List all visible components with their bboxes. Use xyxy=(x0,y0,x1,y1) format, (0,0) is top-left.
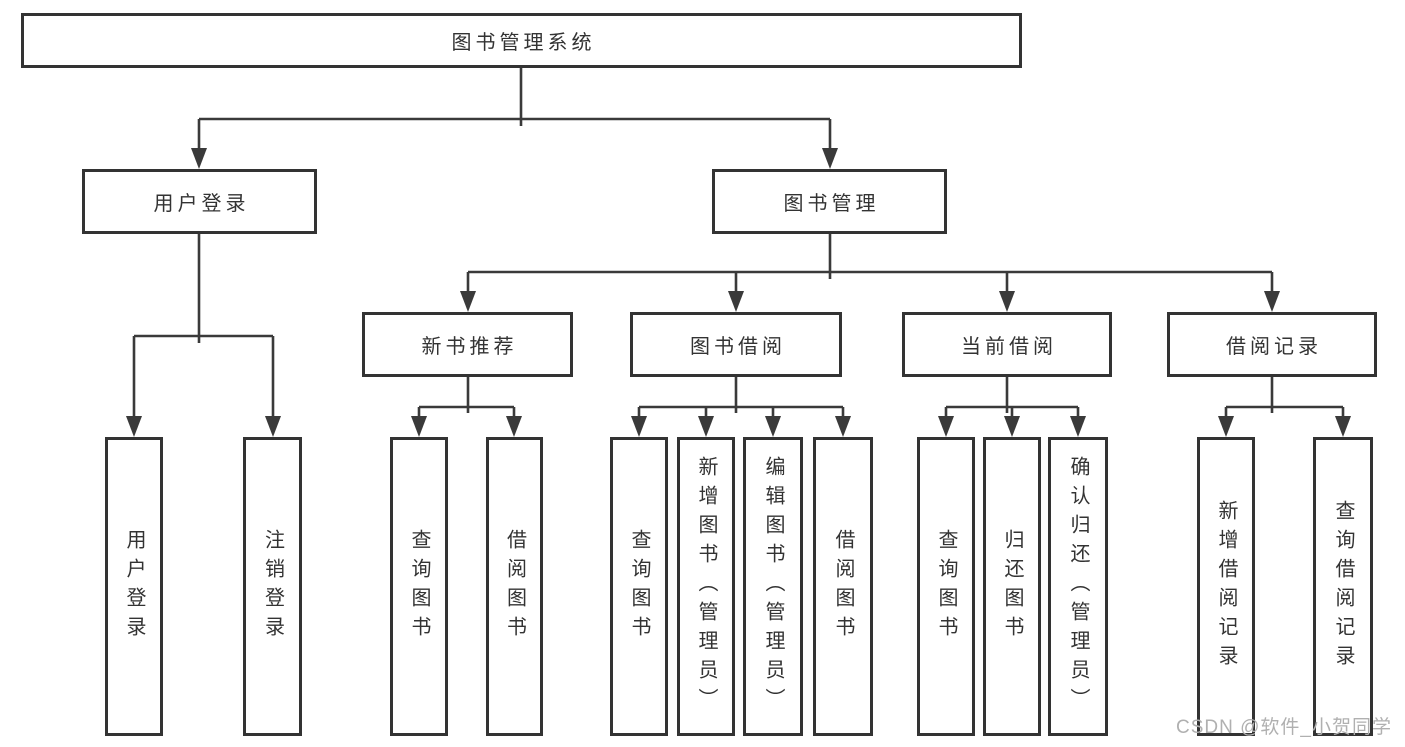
node-library-system: 图书管理系统 xyxy=(21,13,1022,68)
leaf-label: 归还图书 xyxy=(1001,528,1023,645)
node-label: 用户登录 xyxy=(153,193,250,215)
leaf-borrow-books-recommend: 借阅图书 xyxy=(486,437,543,736)
leaf-label: 查询图书 xyxy=(408,528,430,645)
node-label: 当前借阅 xyxy=(961,336,1057,358)
leaf-label: 注销登录 xyxy=(261,528,284,645)
leaf-label: 查询图书 xyxy=(628,528,650,645)
leaf-edit-book-admin: 编辑图书（管理员） xyxy=(743,437,803,736)
leaf-add-book-admin: 新增图书（管理员） xyxy=(677,437,735,736)
node-label: 图书借阅 xyxy=(690,336,786,358)
leaf-label: 用户登录 xyxy=(123,528,145,645)
leaf-user-login: 用户登录 xyxy=(105,437,163,736)
leaf-label: 借阅图书 xyxy=(503,528,526,645)
leaf-label: 查询借阅记录 xyxy=(1332,499,1354,674)
node-current-borrow: 当前借阅 xyxy=(902,312,1112,377)
leaf-query-books-borrow: 查询图书 xyxy=(610,437,668,736)
leaf-label: 新增借阅记录 xyxy=(1215,499,1237,674)
leaf-logout: 注销登录 xyxy=(243,437,302,736)
node-book-borrow: 图书借阅 xyxy=(630,312,842,377)
leaf-label: 借阅图书 xyxy=(832,528,854,645)
leaf-confirm-return-admin: 确认归还（管理员） xyxy=(1048,437,1108,736)
csdn-watermark: CSDN @软件_小贺同学 xyxy=(1176,717,1392,738)
leaf-return-book: 归还图书 xyxy=(983,437,1041,736)
leaf-label: 新增图书（管理员） xyxy=(695,456,717,717)
node-label: 新书推荐 xyxy=(421,336,518,358)
leaf-query-books-current: 查询图书 xyxy=(917,437,975,736)
leaf-label: 查询图书 xyxy=(935,528,957,645)
leaf-query-books-recommend: 查询图书 xyxy=(390,437,448,736)
node-book-management: 图书管理 xyxy=(712,169,947,234)
leaf-add-borrow-record: 新增借阅记录 xyxy=(1197,437,1255,736)
leaf-borrow-books: 借阅图书 xyxy=(813,437,873,736)
node-user-login: 用户登录 xyxy=(82,169,317,234)
leaf-query-borrow-record: 查询借阅记录 xyxy=(1313,437,1373,736)
node-new-book-recommend: 新书推荐 xyxy=(362,312,573,377)
node-borrow-records: 借阅记录 xyxy=(1167,312,1377,377)
node-label: 图书管理系统 xyxy=(451,32,596,54)
node-label: 图书管理 xyxy=(783,193,880,215)
leaf-label: 编辑图书（管理员） xyxy=(762,456,784,717)
leaf-label: 确认归还（管理员） xyxy=(1067,456,1089,717)
node-label: 借阅记录 xyxy=(1226,336,1322,358)
